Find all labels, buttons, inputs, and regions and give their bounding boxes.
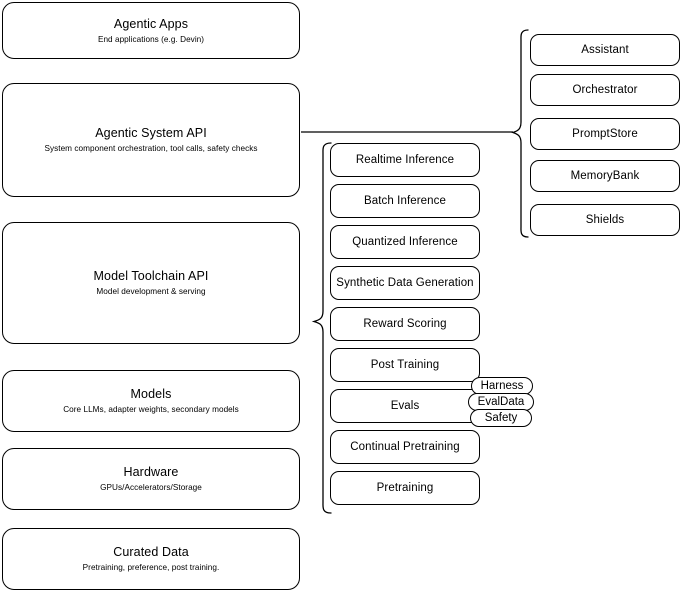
toolchain-box-synthetic-data-generation[interactable]: Synthetic Data Generation [330,266,480,300]
toolchain-box-batch-inference[interactable]: Batch Inference [330,184,480,218]
toolchain-label: Reward Scoring [363,318,447,330]
system-label: Assistant [581,44,629,56]
evals-pill-label: EvalData [477,395,525,408]
toolchain-box-realtime-inference[interactable]: Realtime Inference [330,143,480,177]
toolchain-box-evals[interactable]: Evals [330,389,480,423]
system-box-assistant[interactable]: Assistant [530,34,680,66]
toolchain-label: Batch Inference [363,195,447,207]
layer-subtitle: Model development & serving [96,287,206,296]
brace-system-components [511,29,529,238]
system-box-shields[interactable]: Shields [530,204,680,236]
system-label: MemoryBank [570,170,640,182]
toolchain-box-quantized-inference[interactable]: Quantized Inference [330,225,480,259]
layer-title: Hardware [123,465,179,479]
layer-box-hardware[interactable]: Hardware GPUs/Accelerators/Storage [2,448,300,510]
layer-box-model-toolchain-api[interactable]: Model Toolchain API Model development & … [2,222,300,344]
layer-title: Model Toolchain API [93,269,209,283]
system-label: PromptStore [572,128,638,140]
toolchain-box-reward-scoring[interactable]: Reward Scoring [330,307,480,341]
system-box-promptstore[interactable]: PromptStore [530,118,680,150]
system-label: Shields [585,214,625,226]
toolchain-box-continual-pretraining[interactable]: Continual Pretraining [330,430,480,464]
system-box-memorybank[interactable]: MemoryBank [530,160,680,192]
evals-pill-label: Harness [480,379,524,392]
toolchain-label: Realtime Inference [355,154,455,166]
layer-subtitle: Core LLMs, adapter weights, secondary mo… [63,405,239,414]
toolchain-label: Post Training [370,359,440,371]
system-box-orchestrator[interactable]: Orchestrator [530,74,680,106]
system-label: Orchestrator [572,84,638,96]
evals-pill-safety[interactable]: Safety [470,409,532,427]
toolchain-box-post-training[interactable]: Post Training [330,348,480,382]
toolchain-box-pretraining[interactable]: Pretraining [330,471,480,505]
layer-box-curated-data[interactable]: Curated Data Pretraining, preference, po… [2,528,300,590]
brace-toolchain-components [311,142,332,514]
layer-subtitle: GPUs/Accelerators/Storage [100,483,202,492]
toolchain-label: Pretraining [376,482,434,494]
layer-title: Models [130,387,172,401]
layer-title: Curated Data [113,545,189,559]
layer-subtitle: End applications (e.g. Devin) [97,34,205,44]
toolchain-label: Synthetic Data Generation [336,277,474,289]
layer-box-agentic-system-api[interactable]: Agentic System API System component orch… [2,83,300,197]
layer-subtitle: Pretraining, preference, post training. [82,563,220,572]
layer-title: Agentic System API [95,126,207,140]
layer-subtitle: System component orchestration, tool cal… [44,144,258,153]
toolchain-label: Evals [390,400,420,412]
layer-box-models[interactable]: Models Core LLMs, adapter weights, secon… [2,370,300,432]
toolchain-label: Continual Pretraining [350,441,460,453]
evals-pill-label: Safety [484,411,518,424]
layer-title: Agentic Apps [113,16,189,31]
toolchain-label: Quantized Inference [352,236,458,248]
layer-box-agentic-apps[interactable]: Agentic Apps End applications (e.g. Devi… [2,2,300,59]
